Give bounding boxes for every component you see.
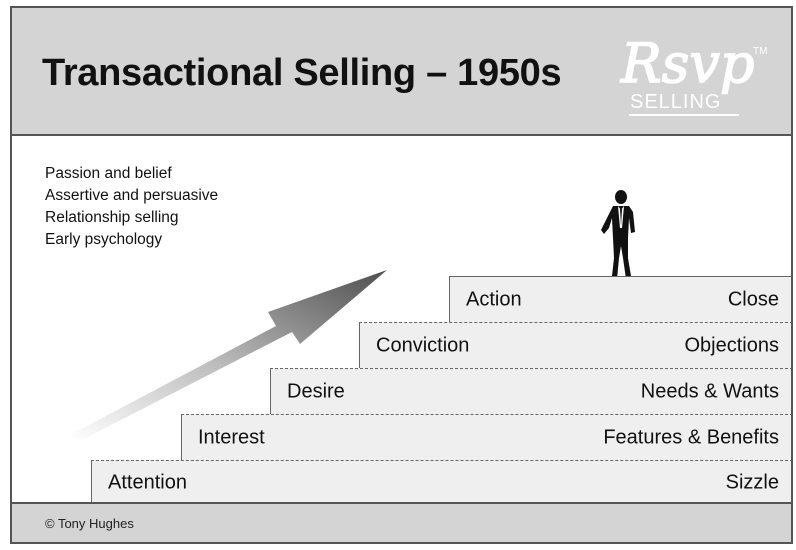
stage-label: Action xyxy=(466,288,522,310)
technique-label: Sizzle xyxy=(725,471,779,494)
characteristics-list: Passion and belief Assertive and persuas… xyxy=(45,163,218,251)
characteristic-item: Early psychology xyxy=(45,231,163,248)
technique-label: Features & Benefits xyxy=(603,426,779,448)
svg-text:Rsvp: Rsvp xyxy=(620,32,754,95)
svg-text:SELLING: SELLING xyxy=(630,91,721,113)
slide-title: Transactional Selling – 1950s xyxy=(42,52,562,94)
stage-label: Interest xyxy=(198,426,265,448)
step-attention: Attention Sizzle xyxy=(91,460,791,506)
technique-label: Close xyxy=(727,288,779,310)
step-interest: Interest Features & Benefits xyxy=(181,414,791,460)
characteristic-item: Relationship selling xyxy=(45,209,179,226)
footer-band: © Tony Hughes xyxy=(12,502,791,542)
svg-text:TM: TM xyxy=(753,46,767,57)
businessman-silhouette-icon xyxy=(601,190,637,281)
stage-label: Attention xyxy=(108,471,187,494)
header-band: Transactional Selling – 1950s Rsvp TM SE… xyxy=(12,8,791,136)
step-conviction: Conviction Objections xyxy=(359,322,791,368)
step-desire: Desire Needs & Wants xyxy=(270,368,791,414)
rsvp-selling-logo-icon: Rsvp TM SELLING xyxy=(619,31,767,116)
stage-label: Conviction xyxy=(376,334,470,356)
stage-label: Desire xyxy=(287,380,345,402)
copyright-text: © Tony Hughes xyxy=(45,516,134,531)
technique-label: Needs & Wants xyxy=(640,380,779,402)
upward-gradient-arrow-icon xyxy=(70,270,387,441)
slide-frame: Transactional Selling – 1950s Rsvp TM SE… xyxy=(10,6,793,544)
technique-label: Objections xyxy=(684,334,780,356)
characteristic-item: Passion and belief xyxy=(45,165,172,182)
characteristic-item: Assertive and persuasive xyxy=(45,187,219,204)
step-action: Action Close xyxy=(449,276,791,322)
